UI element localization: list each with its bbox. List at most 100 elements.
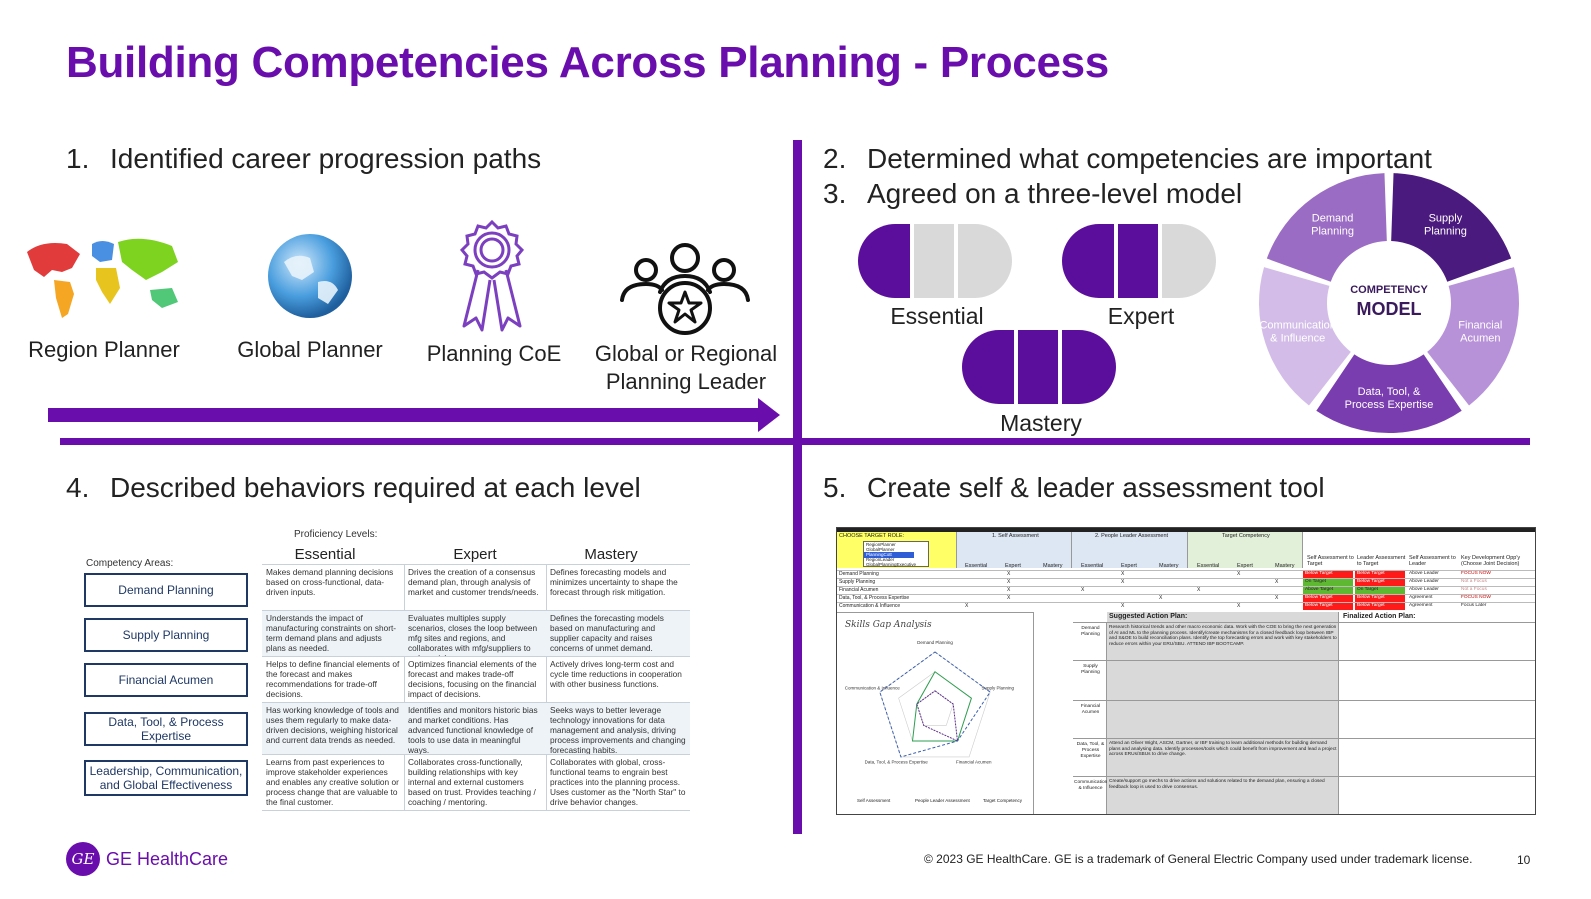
page-title: Building Competencies Across Planning - … [66,38,1109,87]
behavior-cell: Makes demand planning decisions based on… [266,567,394,597]
assessment-row-name: Data, Tool, & Process Expertise [839,595,910,601]
behavior-cell: Seeks ways to better leverage technology… [546,703,690,754]
status-header: Leader Assessment to Target [1357,555,1406,567]
behavior-cell: Defines forecasting models and minimizes… [550,567,678,597]
competency-segment [1391,173,1512,282]
sheet-top-bar [837,528,1535,532]
competency-segment-label: Acumen [1460,333,1500,345]
role-option[interactable]: GlobalPlanningExecutive [866,562,917,567]
assessment-mark: X [1081,587,1085,593]
plan-area-label: Data, Tool, & Process Expertise [1076,742,1105,759]
competency-segment-label: Planning [1424,225,1467,237]
assessment-row-name: Supply Planning [839,579,876,585]
suggested-plan-text: Research historical trends and other mac… [1109,625,1337,647]
sub-header: Mastery [1159,563,1179,569]
group-leader [1072,532,1188,568]
group-target [1188,532,1303,568]
plan-area-label: Financial Acumen [1080,704,1101,715]
radar-axis-label: Communication & Influence [845,686,901,691]
assessment-status-cell: Below Target [1355,579,1405,586]
sub-header: Expert [1237,563,1253,569]
skills-gap-title: Skills Gap Analysis [845,620,932,630]
assessment-mark: X [1275,595,1279,601]
behavior-cell: Collaborates cross-functionally, buildin… [408,757,536,807]
role-label-planning-leader: Global or Regional Planning Leader [594,341,778,394]
plan-row-rule [1073,700,1535,701]
assessment-status-cell: Below Target [1303,595,1353,602]
step-text: Create self & leader assessment tool [867,472,1325,503]
table-rule [404,564,405,810]
assessment-row-name: Communication & Influence [839,603,901,609]
radar-series [911,670,972,742]
assessment-status-cell: FOCUS NOW [1459,595,1509,602]
assessment-mark: X [1121,603,1125,609]
pill-group-expert [1062,224,1216,298]
table-rule [546,564,547,810]
pill-segment [914,224,954,298]
team-star-icon [620,243,750,335]
skills-gap-chart [837,612,1034,814]
pill-segment [1062,330,1116,404]
competency-segment-label: & Influence [1270,333,1325,345]
behavior-cell: Optimizes financial elements of the fore… [408,659,537,699]
radar-series [879,651,991,758]
step-text: Agreed on a three-level model [867,178,1243,209]
suggested-plan-title: Suggested Action Plan: [1109,613,1188,620]
assessment-mark: X [1275,579,1279,585]
radar-legend-leader: People Leader Assessment [915,798,970,803]
ge-logo: GE [66,842,100,876]
sub-header: Expert [1005,563,1021,569]
sub-header: Essential [965,563,988,569]
page-number: 10 [1517,853,1531,867]
role-listbox[interactable]: RegionPlanner GlobalPlanner PlanningCoE … [863,541,929,567]
role-option[interactable]: GlobalPlanner [866,547,895,552]
sub-header: Mastery [1275,563,1295,569]
group-self-label: 1. Self Assessment [992,533,1039,539]
table-rule [262,610,690,611]
level-header-expert: Expert [453,546,497,563]
role-option[interactable]: RegionLeader [866,557,895,562]
table-rule [262,564,690,565]
assessment-mark: X [1007,595,1011,601]
role-option-selected[interactable]: PlanningCoE [864,552,914,558]
step-number: 4. [66,472,90,503]
assessment-status-cell: Below Target [1355,571,1405,578]
pill-segment [1118,224,1158,298]
assessment-mark: X [965,603,969,609]
level-header-essential: Essential [294,546,356,563]
progression-arrow [48,398,780,432]
step-number: 5. [823,472,847,503]
competency-model-diagram: DemandPlanningSupplyPlanningFinancialAcu… [1259,173,1519,433]
competency-center [1333,247,1445,359]
behavior-cell: Evaluates multiples supply scenarios, cl… [404,611,546,656]
role-label-region-planner: Region Planner [28,337,180,362]
status-header: Key Development Opp'y (Choose Joint Deci… [1461,555,1521,567]
suggested-plan-text: Attend an Oliver Wight, ASCM, Gartner, o… [1109,741,1337,757]
behaviors-table: Proficiency Levels: Competency Areas: Es… [82,526,692,816]
role-option[interactable]: RegionPlanner [866,542,896,547]
assessment-status-cell: On Target [1355,587,1405,594]
assessment-mark: X [1237,603,1241,609]
assessment-mark: X [1007,579,1011,585]
competency-segment-label: Communication [1259,320,1335,332]
plan-area-label: Communication & Influence [1074,780,1108,791]
step-2: 2.Determined what competencies are impor… [823,143,1432,175]
globe-icon [268,234,352,318]
radar-axis-label: Demand Planning [917,640,953,645]
radar-axis-label: Supply Planning [982,686,1015,691]
competency-segment-label: Demand [1312,212,1354,224]
area-box-demand-planning: Demand Planning [84,573,248,607]
level-label-essential: Essential [890,303,984,329]
sub-header: Essential [1197,563,1220,569]
step-text: Described behaviors required at each lev… [110,472,641,503]
plan-area-column [1073,622,1107,814]
plan-area-label: Demand Planning [1081,626,1100,637]
area-box-leadership: Leadership, Communication, and Global Ef… [84,760,248,796]
step-4: 4. Described behaviors required at each l… [66,472,641,504]
assessment-mark: X [1121,571,1125,577]
assessment-status-cell: Not a Focus [1459,579,1509,586]
plan-row-rule [1073,660,1535,661]
assessment-status-cell: On Target [1303,579,1353,586]
finalized-plan-title: Finalized Action Plan: [1343,613,1416,620]
radar-legend-target: Target Competency [983,798,1023,803]
